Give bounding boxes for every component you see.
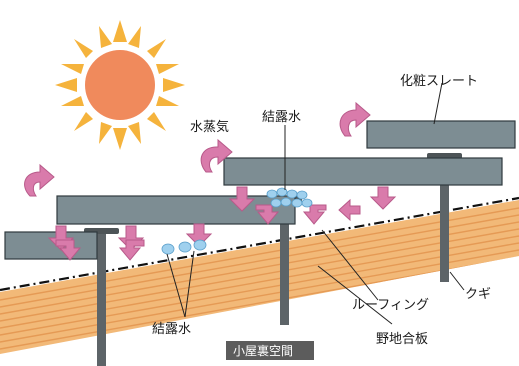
sheathing-plywood bbox=[0, 200, 519, 354]
sun-icon bbox=[55, 20, 185, 150]
bent-arrow-4 bbox=[302, 204, 327, 225]
vapor-curl-arrow-3 bbox=[339, 101, 371, 137]
slate-board-1 bbox=[4, 231, 98, 260]
attic-label-box bbox=[226, 341, 314, 360]
label-condensation-top: 結露水 bbox=[262, 110, 301, 125]
leader-roofing bbox=[321, 229, 379, 301]
slate-board-2 bbox=[56, 195, 296, 225]
bent-arrow-3 bbox=[255, 204, 280, 225]
vapor-curl-arrow-2 bbox=[200, 138, 233, 173]
leader-sheathing bbox=[317, 265, 393, 325]
condensation-droplets-bottom bbox=[161, 239, 207, 255]
label-vapor: 水蒸気 bbox=[190, 119, 229, 135]
leader-nail bbox=[449, 271, 465, 291]
bent-arrow-2 bbox=[118, 239, 145, 261]
down-arrow-5 bbox=[369, 186, 397, 210]
slate-board-4 bbox=[366, 120, 516, 149]
down-arrow-4 bbox=[228, 186, 256, 212]
roofing-underlay-line bbox=[0, 196, 519, 292]
label-condensation-bottom: 結露水 bbox=[152, 322, 191, 337]
label-slate: 化粧スレート bbox=[400, 74, 478, 89]
bent-arrow-1 bbox=[55, 239, 82, 261]
vapor-curl-arrow-1 bbox=[24, 163, 55, 197]
leader-slate bbox=[433, 82, 443, 125]
label-attic: 小屋裏空間 bbox=[233, 343, 293, 358]
leader-condensation-bottom-2 bbox=[184, 250, 195, 318]
down-arrow-3 bbox=[185, 223, 213, 247]
label-sheathing: 野地合板 bbox=[376, 332, 428, 347]
label-roofing: ルーフィング bbox=[352, 298, 429, 313]
condensation-droplets-top bbox=[266, 187, 313, 208]
slate-board-3 bbox=[223, 157, 503, 186]
label-nail: クギ bbox=[465, 287, 491, 302]
leader-condensation-bottom-1 bbox=[166, 253, 186, 318]
left-arrow-1 bbox=[338, 198, 361, 222]
